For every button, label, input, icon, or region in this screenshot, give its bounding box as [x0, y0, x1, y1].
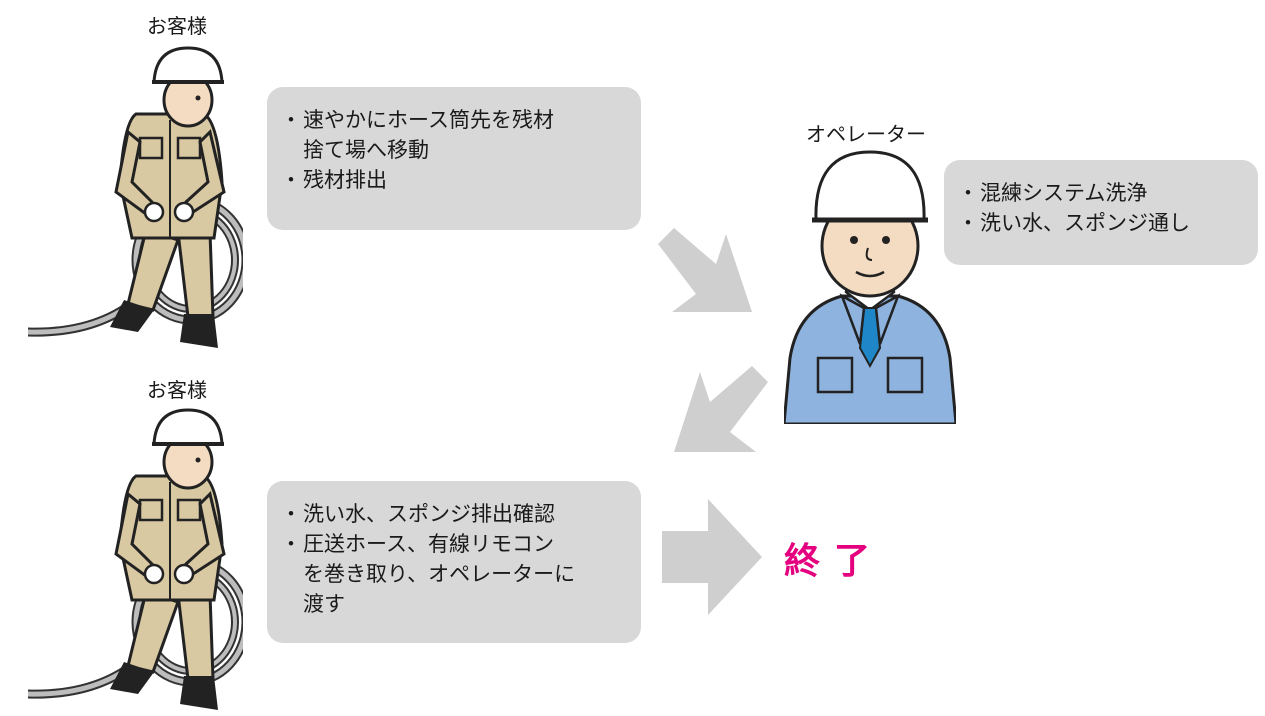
operator-label: オペレーター	[806, 122, 926, 146]
step3-bullet-2: ・圧送ホース、有線リモコン	[280, 532, 554, 556]
step2-bullet-1: ・混練システム洗浄	[957, 181, 1148, 205]
customer-label-top: お客様	[147, 14, 207, 38]
step3-bullet-2-cont-1: を巻き取り、オペレーターに	[303, 562, 576, 586]
arrow-down-left-icon	[672, 366, 768, 456]
step1-bullet-1-cont: 捨て場へ移動	[303, 138, 429, 162]
arrow-down-right-icon	[658, 228, 754, 314]
step3-bullet-1: ・洗い水、スポンジ排出確認	[280, 502, 556, 526]
customer-label-bottom: お客様	[147, 378, 207, 402]
step2-bullet-2: ・洗い水、スポンジ通し	[957, 211, 1191, 235]
worker-with-hose-icon	[28, 404, 243, 716]
end-label: 終了	[784, 541, 885, 582]
step3-box: ・洗い水、スポンジ排出確認 ・圧送ホース、有線リモコン を巻き取り、オペレーター…	[267, 481, 641, 643]
operator-with-helmet-icon	[784, 148, 956, 424]
step1-bullet-2: ・残材排出	[280, 168, 388, 192]
step2-box: ・混練システム洗浄 ・洗い水、スポンジ通し	[944, 160, 1258, 265]
worker-with-hose-icon	[28, 42, 243, 354]
arrow-right-icon	[662, 499, 762, 615]
step1-box: ・速やかにホース筒先を残材 捨て場へ移動 ・残材排出	[267, 87, 641, 230]
step1-bullet-1: ・速やかにホース筒先を残材	[280, 108, 554, 132]
step3-bullet-2-cont-2: 渡す	[303, 592, 345, 616]
